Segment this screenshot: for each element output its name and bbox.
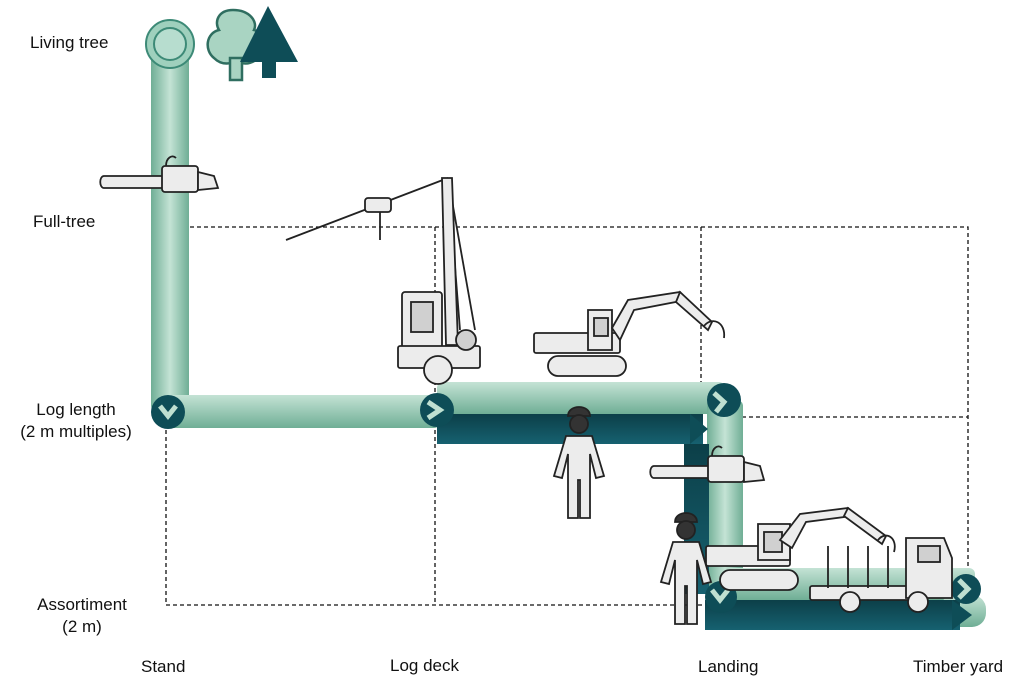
worker-icon [659, 512, 713, 625]
pipe-stand-to-deck [168, 395, 440, 428]
stage-label-log-length-line2: (2 m multiples) [20, 422, 132, 441]
dark-pipe-arrow-yard [952, 600, 972, 630]
tree-cross-section-icon [145, 19, 195, 69]
stage-label-full-tree: Full-tree [33, 212, 96, 231]
stage-label-assortiment: Assortiment (2 m) [22, 594, 142, 638]
stage-label-assortiment-line1: Assortiment [37, 595, 127, 614]
stage-label-assortiment-line2: (2 m) [62, 617, 102, 636]
stage-label-log-length: Log length (2 m multiples) [6, 399, 146, 443]
pipe-deck-to-landing [437, 382, 725, 414]
cable-yarder-icon [285, 177, 481, 385]
dark-pipe-arrow-landing [690, 414, 708, 444]
log-truck-crane-icon [705, 506, 953, 613]
location-label-log-deck: Log deck [390, 656, 459, 675]
pipe-stand-vertical [151, 40, 189, 410]
excavator-processor-icon [533, 290, 725, 377]
stage-label-living-tree: Living tree [30, 33, 109, 52]
location-label-landing: Landing [698, 657, 759, 676]
stage-label-log-length-line1: Log length [36, 400, 116, 419]
chainsaw-icon [649, 445, 766, 483]
junction-nodes [151, 383, 981, 613]
location-label-timber-yard: Timber yard [913, 657, 1004, 676]
worker-icon [552, 406, 606, 519]
conifer-tree-icon [240, 6, 298, 78]
location-label-stand: Stand [141, 657, 186, 676]
chainsaw-icon [99, 155, 220, 193]
